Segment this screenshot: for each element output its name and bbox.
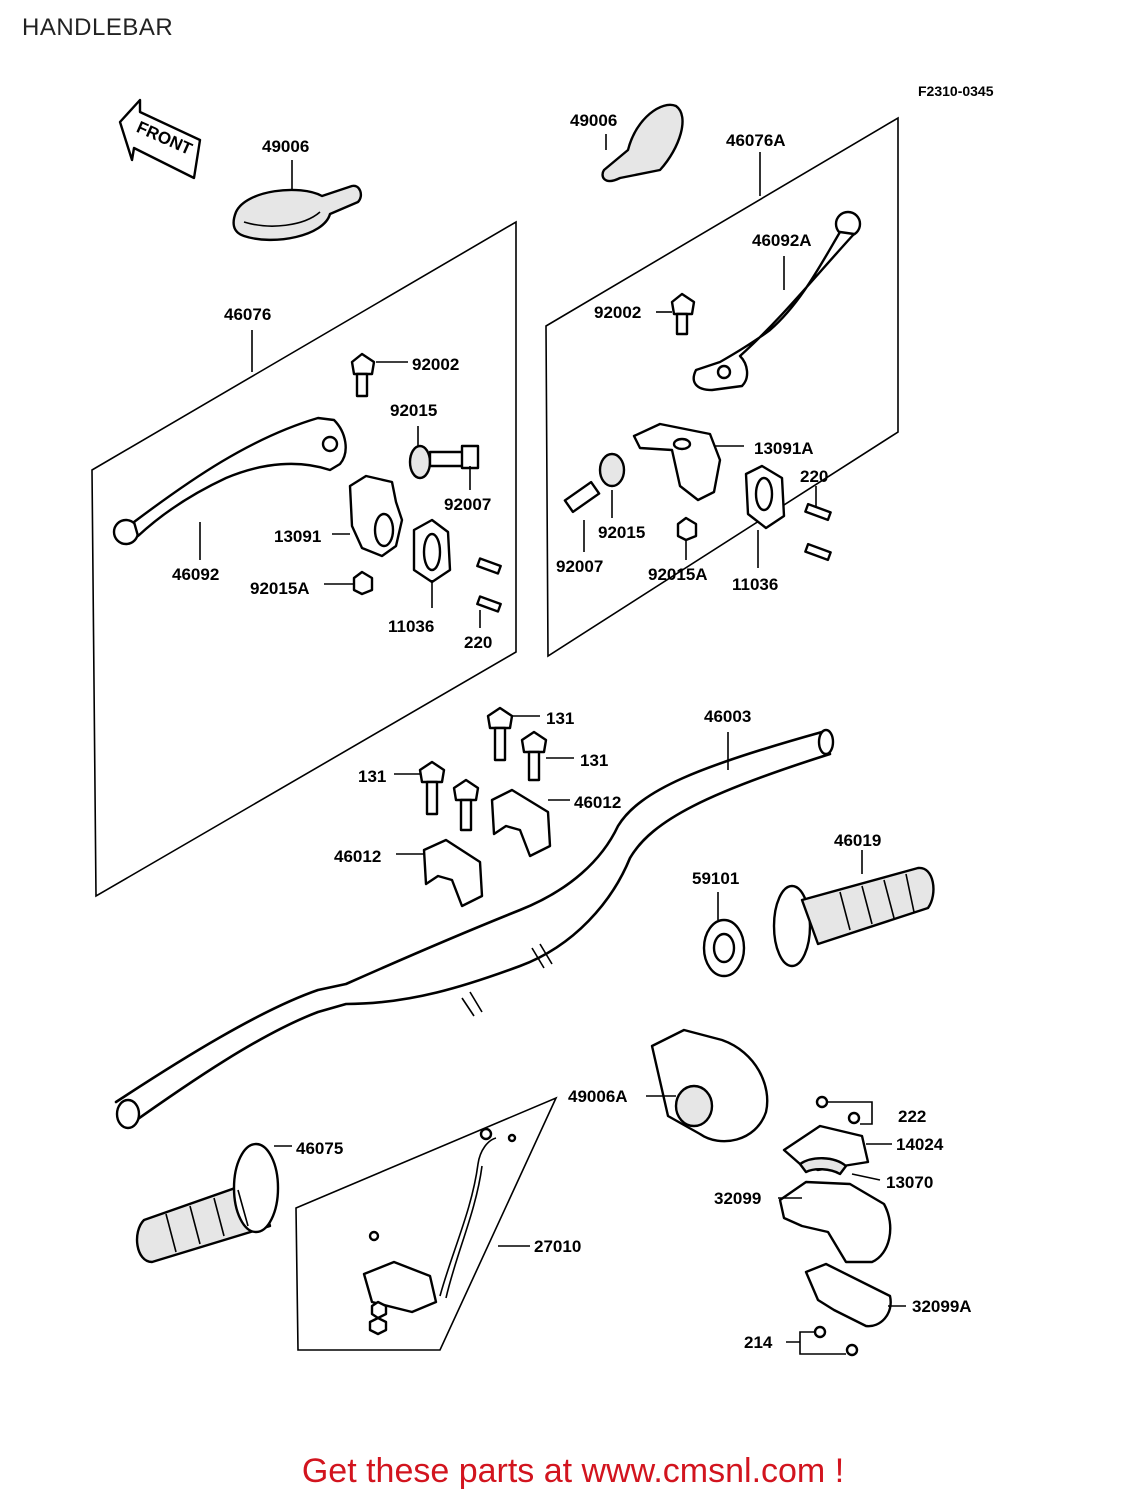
part-label: 92007 xyxy=(444,495,491,514)
figure-code: F2310-0345 xyxy=(918,83,994,99)
part-label: 32099 xyxy=(714,1189,761,1208)
part-label: 11036 xyxy=(732,575,778,594)
part-label: 13091A xyxy=(754,439,814,458)
part-label: 14024 xyxy=(896,1135,944,1154)
part-label: 49006A xyxy=(568,1087,628,1106)
frame-27010 xyxy=(295,1096,558,1351)
part-label: 49006 xyxy=(262,137,309,156)
throttle-cam-icon xyxy=(702,918,746,978)
holder-bolt-3-icon xyxy=(418,760,446,816)
pivot-bolt-right-icon xyxy=(670,292,696,336)
nut-right-icon xyxy=(676,516,698,542)
screw-222-icon xyxy=(815,1095,861,1125)
left-grip-icon xyxy=(135,1142,280,1264)
lever-clamp-right-icon xyxy=(744,464,786,530)
part-label: 92002 xyxy=(594,303,641,322)
part-label: 92015 xyxy=(390,401,437,420)
adjuster-right-icon xyxy=(563,452,626,514)
part-label: 11036 xyxy=(388,617,434,636)
part-label: 92015A xyxy=(648,565,708,584)
lever-holder-left-icon xyxy=(348,474,404,558)
part-label: 131 xyxy=(358,767,386,786)
holder-bolt-2-icon xyxy=(520,730,548,782)
part-label: 46076 xyxy=(224,305,271,324)
part-label: 46003 xyxy=(704,707,751,726)
part-label: 59101 xyxy=(692,869,739,888)
part-label: 214 xyxy=(744,1333,773,1352)
part-label: 46012 xyxy=(334,847,381,866)
part-label: 92015A xyxy=(250,579,310,598)
leader-lines xyxy=(199,134,906,1355)
part-label: 222 xyxy=(898,1107,926,1126)
screw-right-1-icon xyxy=(804,502,832,522)
screw-left-2-icon xyxy=(476,595,502,613)
screw-right-2-icon xyxy=(804,542,832,562)
handlebar-holder-upper-icon xyxy=(490,788,552,858)
part-label: 46075 xyxy=(296,1139,343,1158)
guide-13070-icon xyxy=(798,1157,848,1176)
part-label: 131 xyxy=(580,751,608,770)
part-label: 46092 xyxy=(172,565,219,584)
part-label: 220 xyxy=(464,633,492,652)
part-label: 46019 xyxy=(834,831,881,850)
screw-214-icon xyxy=(813,1325,859,1357)
clutch-lever-right-icon xyxy=(692,210,862,392)
part-label: 131 xyxy=(546,709,574,728)
part-label: 49006 xyxy=(570,111,617,130)
adjuster-left-icon xyxy=(408,444,480,480)
part-label: 32099A xyxy=(912,1297,972,1316)
case-32099-icon xyxy=(778,1180,892,1264)
right-grip-icon xyxy=(772,866,935,968)
holder-bolt-1-icon xyxy=(486,706,514,762)
pivot-bolt-left-icon xyxy=(350,352,376,398)
front-arrow-icon: FRONT xyxy=(118,98,202,180)
part-label: 46012 xyxy=(574,793,621,812)
page-title: HANDLEBAR xyxy=(22,14,174,41)
throttle-case-icon xyxy=(650,1028,769,1143)
case-32099A-icon xyxy=(804,1262,892,1328)
nut-left-icon xyxy=(352,570,374,596)
handlebar-holder-lower-icon xyxy=(422,838,484,908)
lever-cover-left-icon xyxy=(232,184,363,242)
part-label: 46076A xyxy=(726,131,786,150)
part-label: 92015 xyxy=(598,523,645,542)
lever-holder-right-icon xyxy=(632,422,722,502)
switch-27010-icon xyxy=(362,1127,517,1336)
part-label: 13070 xyxy=(886,1173,933,1192)
part-labels: 49006 49006 46076A 46092A 92002 46076 92… xyxy=(172,111,972,1352)
part-label: 92002 xyxy=(412,355,459,374)
footer-cta[interactable]: Get these parts at www.cmsnl.com ! xyxy=(301,1452,845,1490)
holder-bolt-4-icon xyxy=(452,778,480,832)
part-label: 13091 xyxy=(274,527,321,546)
frame-46076A xyxy=(545,116,899,658)
part-label: 220 xyxy=(800,467,828,486)
part-label: 46092A xyxy=(752,231,812,250)
part-label: 27010 xyxy=(534,1237,581,1256)
frame-46076 xyxy=(91,220,517,898)
screw-left-1-icon xyxy=(476,557,502,575)
lever-clamp-left-icon xyxy=(412,518,452,584)
part-label: 92007 xyxy=(556,557,603,576)
lever-cover-right-icon xyxy=(601,103,684,183)
handlebar-icon xyxy=(114,728,835,1130)
clutch-lever-left-icon xyxy=(112,416,347,546)
